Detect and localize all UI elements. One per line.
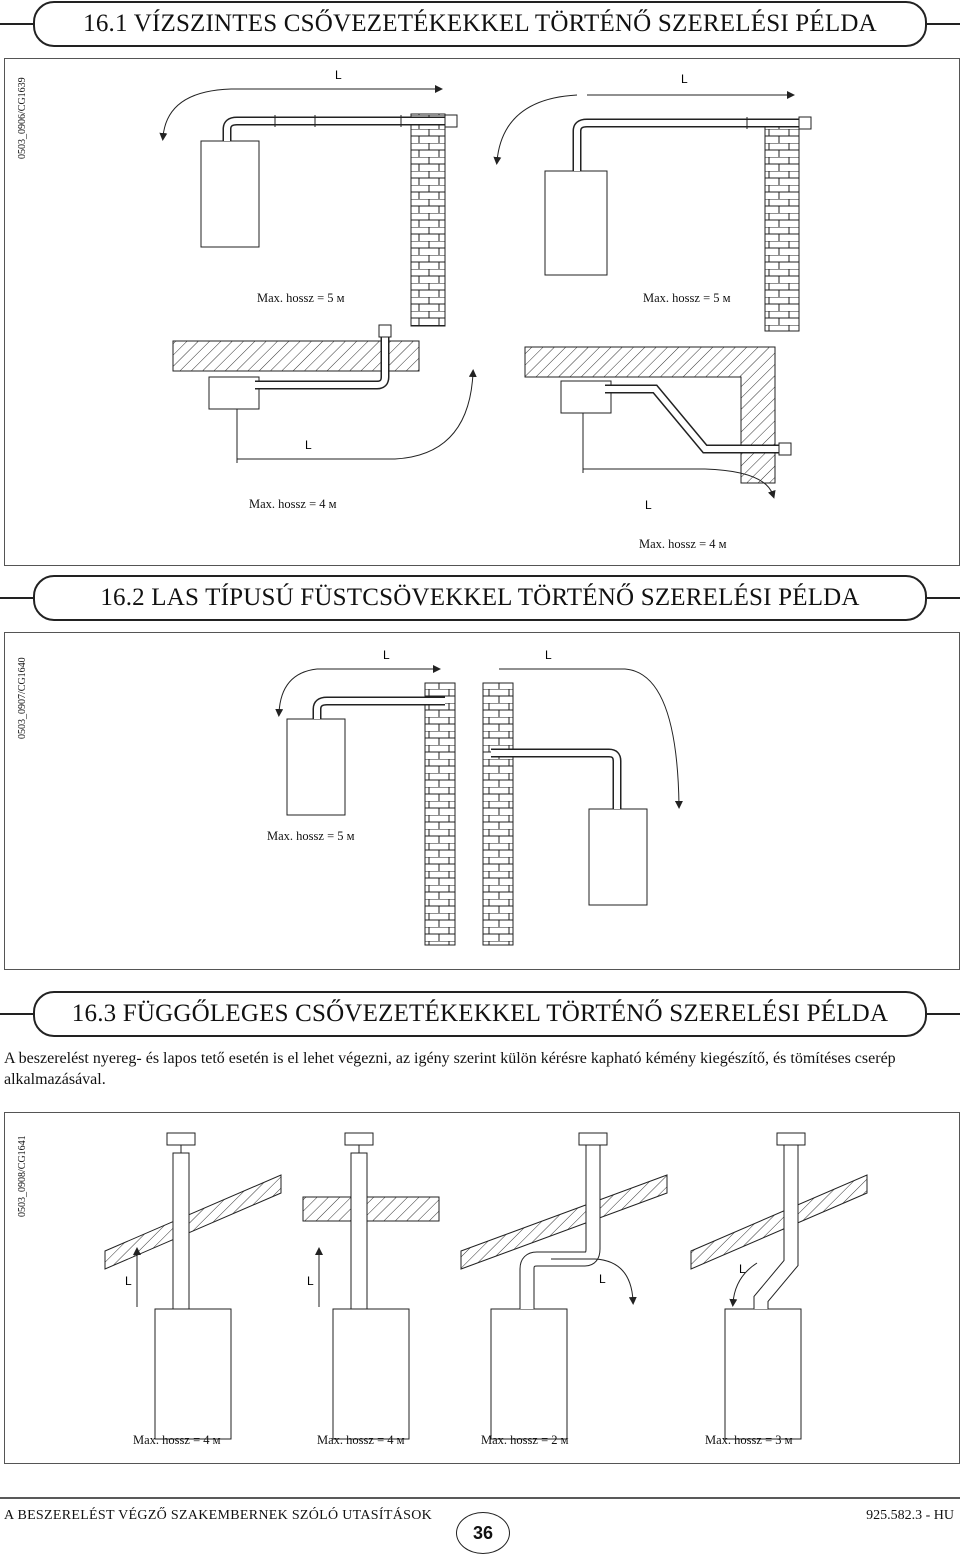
section-title: 16.3 FÜGGŐLEGES CSŐVEZETÉKEKKEL TÖRTÉNŐ … [71, 1000, 889, 1027]
vertical-flue-diagrams: L L L L [104, 1132, 868, 1440]
max-length-caption: Max. hossz = 5 м [257, 291, 345, 305]
diagram-horizontal-wall-2: L [493, 72, 812, 332]
footer-title: A BESZERELÉST VÉGZŐ SZAKEMBERNEK SZÓLÓ U… [4, 1508, 433, 1523]
max-length-caption: Max. hossz = 4 м [317, 1433, 405, 1447]
footer-rule [0, 1497, 960, 1499]
max-length-caption: Max. hossz = 4 м [133, 1433, 221, 1447]
max-length-caption: Max. hossz = 5 м [267, 829, 355, 843]
page-number: 36 [456, 1512, 510, 1554]
dim-label: L [645, 498, 652, 512]
max-length-caption: Max. hossz = 3 м [705, 1433, 793, 1447]
horizontal-flue-diagrams: L L L [159, 68, 812, 512]
diagram-vertical-pitched-1: L [104, 1132, 282, 1440]
section-title: 16.1 VÍZSZINTES CSŐVEZETÉKEKKEL TÖRTÉNŐ … [83, 10, 877, 37]
max-length-caption: Max. hossz = 4 м [249, 497, 337, 511]
diagram-panel-16-2: 0503_0907/CG1640 L L Max. hossz = 5 м [4, 632, 960, 970]
diagram-las-chimney: L L [275, 648, 683, 946]
diagram-panel-16-3: 0503_0908/CG1641 L L [4, 1112, 960, 1464]
max-length-caption: Max. hossz = 4 м [639, 537, 727, 551]
document-code: 925.582.3 - HU [866, 1508, 954, 1523]
section-description: A beszerelést nyereg- és lapos tető eset… [4, 1050, 896, 1088]
section-header-16-1: 16.1 VÍZSZINTES CSŐVEZETÉKEKKEL TÖRTÉNŐ … [0, 0, 960, 52]
diagram-vertical-pitched-3: L [460, 1132, 668, 1440]
diagram-ceiling-flue-1: L [172, 324, 477, 463]
dim-label: L [307, 1274, 314, 1288]
dim-label: L [125, 1274, 132, 1288]
max-length-caption: Max. hossz = 5 м [643, 291, 731, 305]
diagram-vertical-pitched-4: L [690, 1132, 868, 1440]
diagram-vertical-flat-2: L [302, 1132, 440, 1440]
dim-label: L [305, 438, 312, 452]
dim-label: L [599, 1272, 606, 1286]
diagram-horizontal-wall-1: L [159, 68, 458, 327]
max-length-caption: Max. hossz = 2 м [481, 1433, 569, 1447]
dim-label: L [739, 1262, 746, 1276]
diagram-panel-16-1: 0503_0906/CG1639 L L [4, 58, 960, 566]
las-flue-diagram: L L [275, 648, 683, 946]
section-header-16-3: 16.3 FÜGGŐLEGES CSŐVEZETÉKEKKEL TÖRTÉNŐ … [0, 990, 960, 1042]
diagram-ceiling-flue-2: L [524, 346, 792, 512]
dim-label: L [681, 72, 688, 86]
section-header-16-2: 16.2 LAS TÍPUSÚ FÜSTCSÖVEKKEL TÖRTÉNŐ SZ… [0, 574, 960, 626]
dim-label: L [545, 648, 552, 662]
dim-label: L [335, 68, 342, 82]
dim-label: L [383, 648, 390, 662]
section-title: 16.2 LAS TÍPUSÚ FÜSTCSÖVEKKEL TÖRTÉNŐ SZ… [100, 584, 860, 611]
